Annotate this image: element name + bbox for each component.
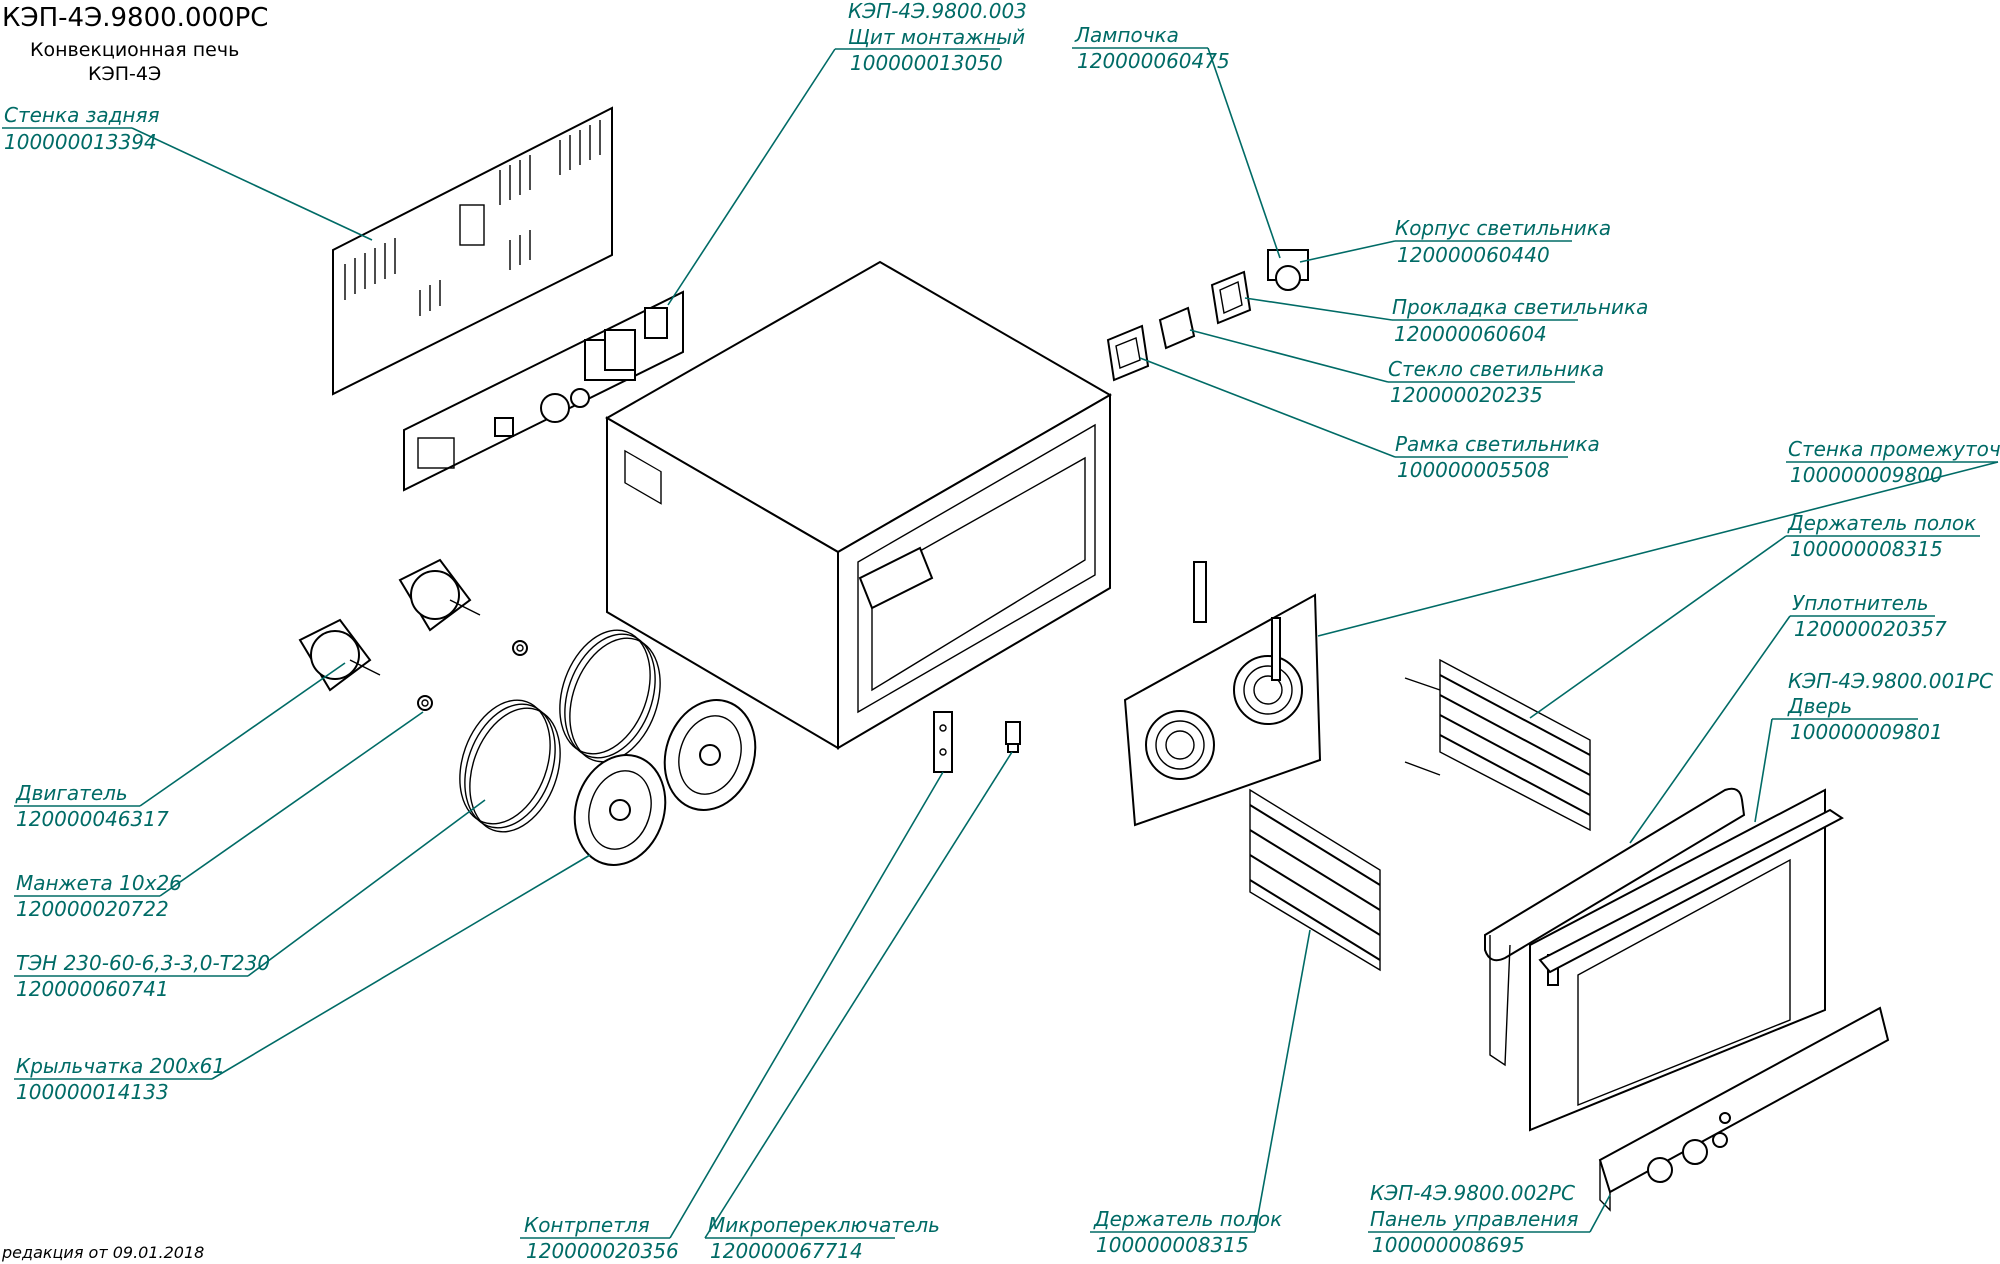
callout-lamp-glass: Стекло светильника 120000020235 (1189, 329, 1604, 407)
microswitch-part (1005, 721, 1021, 753)
callout-bulb-code: 120000060475 (1077, 49, 1230, 73)
callout-lamp-glass-name: Стекло светильника (1388, 357, 1604, 381)
callout-heater: ТЭН 230-60-6,3-3,0-Т230 120000060741 (14, 799, 486, 1001)
callout-impeller-name: Крыльчатка 200х61 (16, 1054, 225, 1078)
motor-part (298, 558, 481, 692)
callout-motor-name: Двигатель (15, 781, 128, 805)
callout-lamp-frame-code: 100000005508 (1397, 458, 1550, 482)
callout-microswitch: Микропереключатель 120000067714 (704, 751, 1013, 1263)
cuff-part (417, 640, 528, 711)
back-wall-part (332, 106, 613, 396)
callout-motor-code: 120000046317 (16, 807, 169, 831)
callout-door-docnum: КЭП-4Э.9800.001РС (1788, 669, 1993, 693)
callout-control-panel-code: 100000008695 (1372, 1233, 1525, 1257)
lamp-gasket-part (1210, 270, 1252, 325)
callout-shelf-holder-right-code: 100000008315 (1790, 537, 1943, 561)
callout-lamp-body-code: 120000060440 (1397, 243, 1550, 267)
callout-shelf-holder-right: Держатель полок 100000008315 (1529, 511, 1980, 719)
callout-intermediate-wall: Стенка промежуточная 100000009800 (1317, 437, 2000, 637)
callout-back-wall-name: Стенка задняя (4, 103, 160, 127)
callout-back-wall: Стенка задняя 100000013394 (2, 103, 373, 241)
small-bracket-part (1193, 561, 1207, 623)
callout-lamp-body-name: Корпус светильника (1395, 216, 1611, 240)
callout-mounting-panel-docnum: КЭП-4Э.9800.003 (848, 0, 1027, 23)
seal-part (1484, 787, 1746, 1067)
callout-control-panel-name: Панель управления (1370, 1207, 1578, 1231)
callout-door-code: 100000009801 (1790, 720, 1943, 744)
callout-microswitch-code: 120000067714 (710, 1239, 863, 1263)
callout-bulb: Лампочка 120000060475 (1072, 23, 1281, 259)
callout-lamp-body: Корпус светильника 120000060440 (1299, 216, 1611, 267)
counter-loop-part (933, 711, 953, 773)
callout-lamp-frame: Рамка светильника 100000005508 (1139, 357, 1600, 482)
callout-cuff: Манжета 10х26 120000020722 (14, 711, 424, 921)
callout-control-panel: КЭП-4Э.9800.002РС Панель управления 1000… (1368, 1181, 1611, 1257)
callout-mounting-panel-code: 100000013050 (850, 51, 1003, 75)
mounting-panel-part (403, 290, 684, 492)
callout-counter-loop: Контрпетля 120000020356 (520, 771, 944, 1263)
document-code: КЭП-4Э.9800.000РС (2, 3, 268, 33)
callout-back-wall-code: 100000013394 (4, 130, 157, 154)
callout-mounting-panel-name: Щит монтажный (848, 25, 1025, 49)
product-title: Конвекционная печь (30, 39, 239, 61)
callout-bulb-name: Лампочка (1074, 23, 1179, 47)
callout-lamp-frame-name: Рамка светильника (1395, 432, 1600, 456)
heater-part (459, 629, 661, 833)
callout-counter-loop-name: Контрпетля (524, 1213, 650, 1237)
revision-note: редакция от 09.01.2018 (1, 1243, 204, 1262)
lamp-glass-part (1158, 306, 1196, 350)
callout-cuff-code: 120000020722 (16, 897, 169, 921)
product-model: КЭП-4Э (88, 63, 161, 85)
callout-seal-name: Уплотнитель (1792, 591, 1929, 615)
intermediate-wall-part (1123, 593, 1322, 827)
callout-seal-code: 120000020357 (1794, 617, 1947, 641)
callout-cuff-name: Манжета 10х26 (16, 871, 182, 895)
callout-impeller-code: 100000014133 (16, 1080, 169, 1104)
callout-shelf-holder-bottom-code: 100000008315 (1096, 1233, 1249, 1257)
impeller-part (573, 699, 757, 866)
oven-body-part (604, 260, 1112, 750)
callout-seal: Уплотнитель 120000020357 (1629, 591, 1947, 844)
callout-shelf-holder-bottom: Держатель полок 100000008315 (1090, 929, 1311, 1257)
callout-intermediate-wall-code: 100000009800 (1790, 463, 1943, 487)
callout-intermediate-wall-name: Стенка промежуточная (1788, 437, 2000, 461)
callout-mounting-panel: КЭП-4Э.9800.003 Щит монтажный 1000000130… (667, 0, 1027, 306)
callout-door: КЭП-4Э.9800.001РС Дверь 100000009801 (1754, 669, 1993, 823)
callout-microswitch-name: Микропереключатель (708, 1213, 940, 1237)
callout-counter-loop-code: 120000020356 (526, 1239, 679, 1263)
callout-control-panel-docnum: КЭП-4Э.9800.002РС (1370, 1181, 1575, 1205)
callout-shelf-holder-right-name: Держатель полок (1787, 511, 1976, 535)
shelf-holder-bottom-part (1249, 788, 1381, 972)
callout-door-name: Дверь (1787, 694, 1852, 718)
door-part (1529, 788, 1844, 1132)
callout-lamp-glass-code: 120000020235 (1390, 383, 1543, 407)
lamp-frame-part (1106, 324, 1150, 382)
callout-heater-code: 120000060741 (16, 977, 169, 1001)
callout-lamp-gasket-name: Прокладка светильника (1392, 295, 1648, 319)
callout-impeller: Крыльчатка 200х61 100000014133 (14, 854, 591, 1104)
control-panel-part (1598, 1006, 1890, 1212)
callout-shelf-holder-bottom-name: Держатель полок (1093, 1207, 1282, 1231)
shelf-holder-right-part (1404, 658, 1591, 832)
callout-heater-name: ТЭН 230-60-6,3-3,0-Т230 (16, 951, 270, 975)
lamp-body-part (1267, 249, 1309, 291)
callout-lamp-gasket-code: 120000060604 (1394, 322, 1547, 346)
callout-motor: Двигатель 120000046317 (14, 662, 346, 831)
callout-lamp-gasket: Прокладка светильника 120000060604 (1244, 295, 1648, 346)
